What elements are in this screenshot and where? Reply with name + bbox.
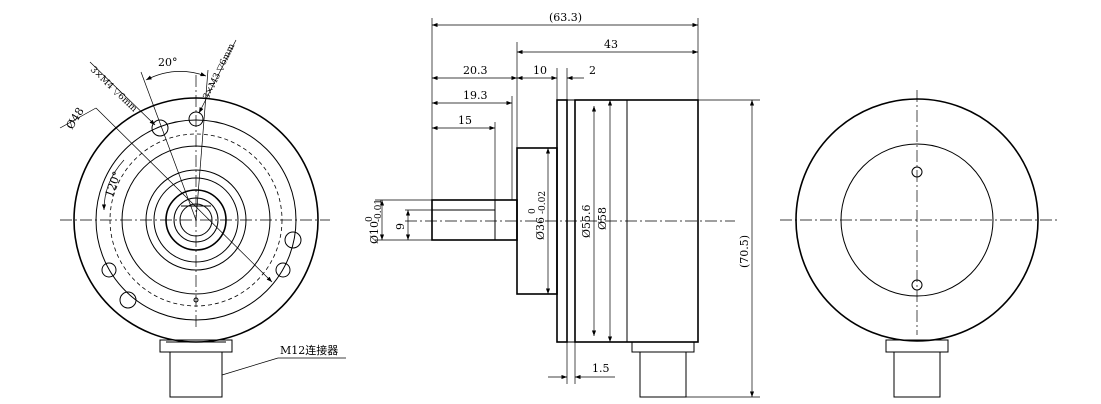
m3-hole-left (101, 262, 117, 278)
back-outer-circle (795, 98, 1039, 342)
angle-20-arc (145, 71, 207, 81)
angle-120-arc (101, 159, 125, 211)
dim-43-label: 43 (604, 38, 618, 51)
angle-20-label: 20° (158, 56, 178, 69)
front-shaft-outer (173, 197, 219, 243)
back-inner-circle (840, 143, 994, 297)
side-view: (63.3) 43 20.3 10 2 19.3 15 Ø10 0 -0.01 … (365, 11, 760, 398)
angle-line-a (140, 71, 197, 221)
dim-dia36-tol-lower: -0.02 (538, 191, 548, 214)
dim-20-3-label: 20.3 (463, 64, 488, 77)
m3-label: 3×M3 ▽6mm (202, 42, 238, 101)
side-connector-nut (631, 341, 695, 353)
back-hole-bottom (911, 279, 923, 291)
front-small-mark (193, 297, 199, 303)
side-connector-thread (639, 351, 687, 398)
angle-120-label: 120° (103, 170, 124, 199)
m3-hole-right (275, 262, 291, 278)
m4-leader (89, 61, 156, 126)
back-connector-thread (893, 351, 941, 398)
m4-hole-right (284, 231, 302, 249)
back-hole-top (911, 166, 923, 178)
dim-dia10-tol-upper: 0 (365, 216, 375, 222)
dim-dia58-label: Ø58 (596, 207, 609, 230)
m3-leader (198, 39, 237, 114)
dim-19-3-label: 19.3 (463, 89, 488, 102)
dim-15-label: 15 (458, 114, 472, 127)
front-connector-thread (169, 351, 223, 398)
dim-dia36-label: Ø36 (534, 217, 547, 240)
dia48-leader (95, 107, 273, 283)
front-view: 20° 120° Ø48 3×M4 ▽6mm 3×M3 ▽6mm M12连接器 (59, 39, 346, 398)
back-view (780, 90, 1060, 398)
front-bolt-circle-48 (95, 119, 297, 321)
dia48-leader-shelf (59, 107, 97, 129)
dim-63-3-label: (63.3) (549, 11, 582, 24)
front-hub-circle (145, 169, 247, 271)
front-hub-inner (153, 177, 239, 263)
front-flange-circle (121, 145, 271, 295)
front-hidden-circle (109, 133, 283, 307)
dim-70-5-label: (70.5) (738, 235, 751, 268)
dia48-label: Ø48 (64, 105, 87, 131)
dim-dia10-label: Ø10 (368, 221, 381, 244)
dim-1-5-label: 1.5 (592, 362, 610, 375)
dim-9-label: 9 (394, 223, 407, 230)
front-shaft-boss (165, 189, 227, 251)
dim-10-label: 10 (533, 64, 547, 77)
dim-dia36-tol-upper: 0 (528, 208, 538, 214)
m4-hole-left (119, 291, 137, 309)
angle-line-b (195, 69, 209, 221)
connector-label: M12连接器 (280, 344, 338, 357)
dim-dia10-tol-lower: -0.01 (374, 199, 384, 222)
m4-label: 3×M4 ▽6mm (88, 65, 139, 115)
m12-leader (221, 357, 279, 376)
front-shaft (179, 203, 213, 237)
m4-hole-top (151, 119, 169, 137)
dim-dia55-6-label: Ø55.6 (580, 204, 593, 238)
m3-hole-top (188, 111, 204, 127)
side-shaft (431, 199, 518, 241)
dim-2-label: 2 (589, 64, 596, 77)
